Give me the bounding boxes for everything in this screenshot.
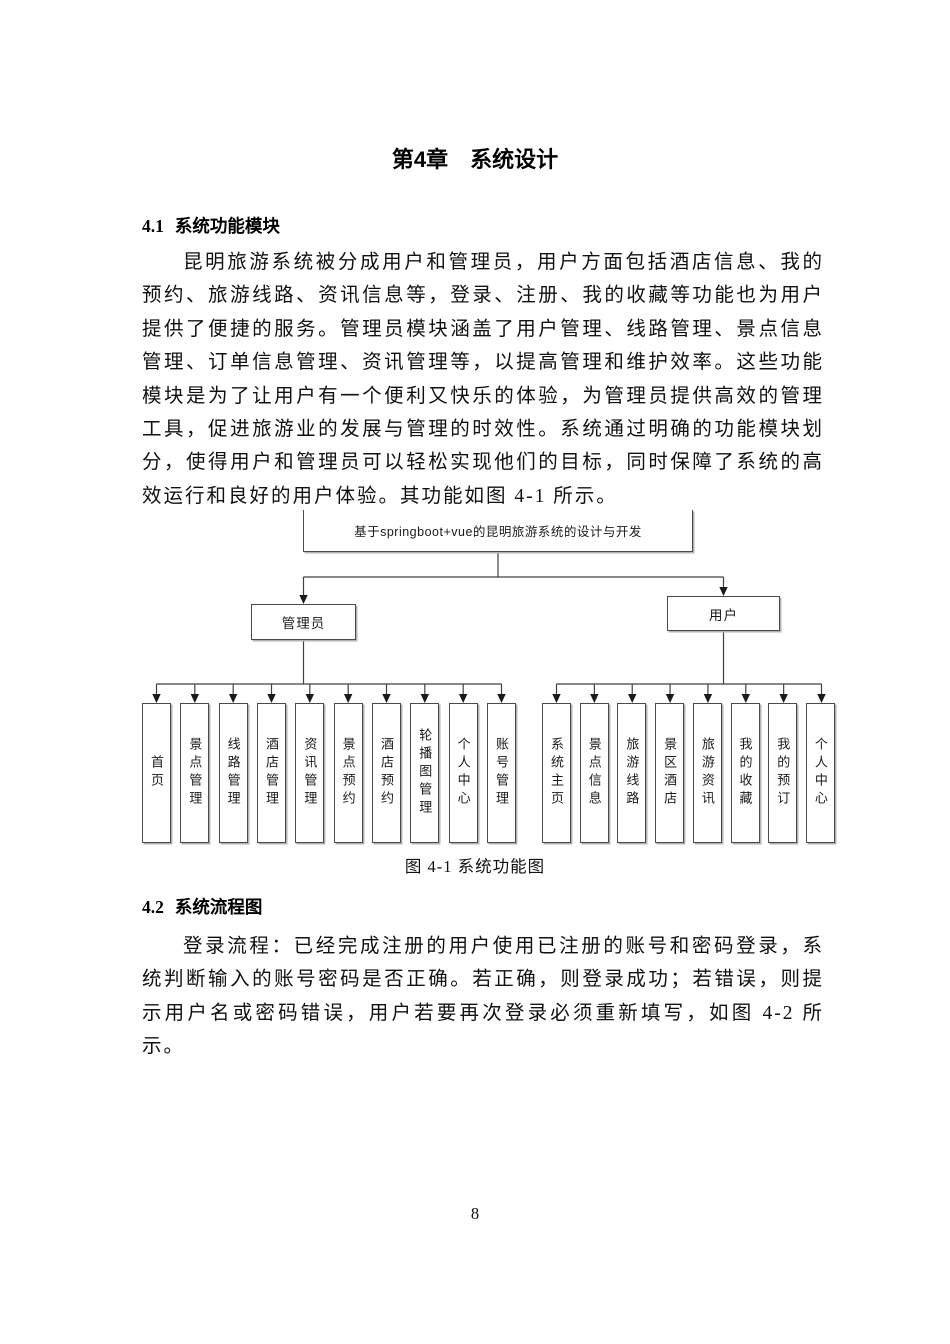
- section-heading-4-2: 4.2 系统流程图: [142, 896, 262, 918]
- leaf-label: 旅游资讯: [699, 737, 715, 809]
- leaf-box-hotel-booking: 酒店预约: [371, 703, 401, 843]
- leaf-box-scenic-hotels: 景区酒店: [655, 703, 685, 843]
- leaf-box-travel-routes: 旅游线路: [617, 703, 647, 843]
- leaf-box-scenic-booking: 景点预约: [333, 703, 363, 843]
- leaf-label: 景点预约: [340, 737, 356, 809]
- paragraph-4-1: 昆明旅游系统被分成用户和管理员，用户方面包括酒店信息、我的预约、旅游线路、资讯信…: [142, 252, 824, 507]
- section-number: 4.1: [142, 216, 164, 236]
- leaf-label: 个人中心: [455, 737, 471, 809]
- section-title: 系统功能模块: [174, 216, 280, 236]
- leaf-box-account-mgmt: 账号管理: [486, 703, 516, 843]
- leaf-label: 我的收藏: [737, 737, 753, 809]
- leaf-label: 资讯管理: [302, 737, 318, 809]
- section-heading-4-1: 4.1 系统功能模块: [142, 215, 280, 237]
- leaf-label: 酒店管理: [263, 737, 279, 809]
- diagram-root-node: 基于springboot+vue的昆明旅游系统的设计与开发: [303, 510, 693, 552]
- arrow-down-icon: [152, 694, 161, 703]
- leaf-box-carousel-mgmt: 轮播图管理: [410, 703, 440, 843]
- arrow-down-icon: [190, 694, 200, 703]
- chapter-title: 第4章系统设计: [0, 147, 950, 173]
- user-leaf-row: 系统主页 景点信息 旅游线路 景区酒店 旅游资讯 我的收藏 我的预订 个人中心: [542, 703, 835, 843]
- leaf-label: 景点信息: [586, 737, 602, 809]
- arrow-down-icon: [590, 694, 599, 703]
- diagram-connectors: [152, 552, 826, 703]
- leaf-box-my-favorites: 我的收藏: [730, 703, 760, 843]
- leaf-label: 账号管理: [493, 737, 509, 809]
- leaf-label: 旅游线路: [624, 737, 640, 809]
- arrow-down-icon: [552, 694, 561, 703]
- figure-caption: 图 4-1 系统功能图: [404, 857, 546, 876]
- chapter-number: 第4章: [391, 147, 449, 172]
- arrow-down-icon: [299, 595, 308, 604]
- leaf-box-travel-news: 旅游资讯: [692, 703, 722, 843]
- leaf-label: 个人中心: [812, 737, 828, 809]
- leaf-label: 景点管理: [187, 737, 203, 809]
- leaf-box-system-home: 系统主页: [542, 703, 571, 843]
- arrow-down-icon: [779, 694, 788, 703]
- leaf-box-hotel-mgmt: 酒店管理: [256, 703, 286, 843]
- diagram-user-node: 用户: [667, 596, 780, 631]
- root-node-label: 基于springboot+vue的昆明旅游系统的设计与开发: [354, 525, 642, 539]
- arrow-down-icon: [665, 694, 675, 703]
- arrow-down-icon: [458, 694, 468, 703]
- section-title: 系统流程图: [174, 897, 263, 917]
- page-number: 8: [470, 1204, 480, 1223]
- leaf-label: 轮播图管理: [417, 728, 433, 818]
- system-function-diagram: 基于springboot+vue的昆明旅游系统的设计与开发 管理员 用户 首页 …: [140, 508, 840, 853]
- leaf-box-news-mgmt: 资讯管理: [295, 703, 325, 843]
- arrow-down-icon: [343, 694, 353, 703]
- chapter-title-text: 系统设计: [470, 147, 559, 172]
- leaf-box-user-profile: 个人中心: [805, 703, 835, 843]
- arrow-down-icon: [703, 694, 713, 703]
- arrow-down-icon: [382, 694, 391, 703]
- leaf-box-scenic-mgmt: 景点管理: [180, 703, 210, 843]
- leaf-box-my-bookings: 我的预订: [768, 703, 798, 843]
- leaf-label: 景区酒店: [662, 737, 678, 809]
- leaf-box-route-mgmt: 线路管理: [218, 703, 248, 843]
- leaf-box-scenic-info: 景点信息: [579, 703, 609, 843]
- leaf-label: 我的预订: [775, 737, 791, 809]
- arrow-down-icon: [267, 694, 276, 703]
- admin-leaf-row: 首页 景点管理 线路管理 酒店管理 资讯管理 景点预约 酒店预约 轮播图管理 个…: [142, 703, 516, 843]
- leaf-label: 线路管理: [225, 737, 241, 809]
- leaf-box-admin-profile: 个人中心: [448, 703, 478, 843]
- arrow-down-icon: [741, 694, 750, 703]
- arrow-down-icon: [420, 694, 430, 703]
- leaf-box-home: 首页: [142, 703, 171, 843]
- arrow-down-icon: [228, 694, 238, 703]
- leaf-label: 首页: [149, 755, 164, 791]
- arrow-down-icon: [817, 694, 826, 703]
- arrow-down-icon: [628, 694, 637, 703]
- leaf-label: 系统主页: [549, 737, 564, 809]
- paragraph-4-2: 登录流程：已经完成注册的用户使用已注册的账号和密码登录，系统判断输入的账号密码是…: [142, 936, 824, 1058]
- leaf-label: 酒店预约: [378, 737, 394, 809]
- admin-node-label: 管理员: [281, 616, 326, 631]
- section-number: 4.2: [142, 897, 164, 917]
- arrow-down-icon: [719, 587, 728, 596]
- user-node-label: 用户: [709, 607, 738, 623]
- arrow-down-icon: [305, 694, 315, 703]
- diagram-admin-node: 管理员: [251, 604, 356, 640]
- arrow-down-icon: [497, 694, 506, 703]
